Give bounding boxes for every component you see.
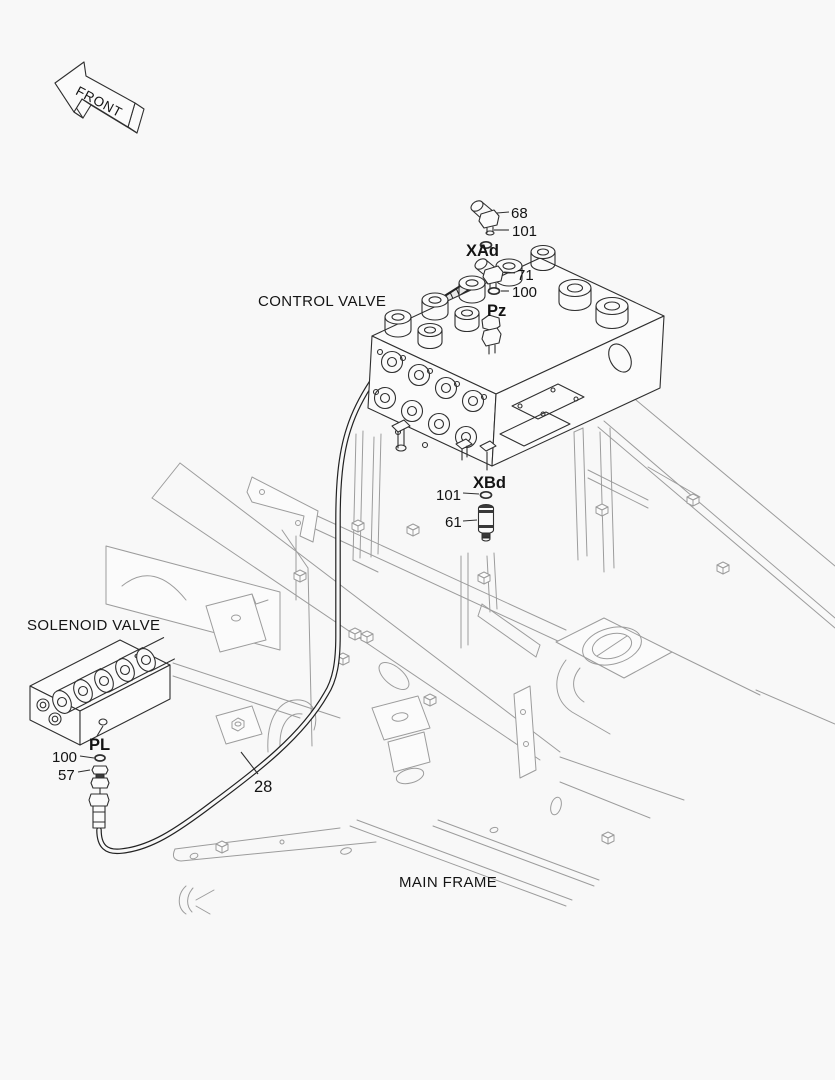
fitting-57 bbox=[90, 765, 110, 795]
o-ring-100-left bbox=[94, 754, 106, 762]
port-label-xbd: XBd bbox=[473, 474, 506, 492]
callout-101-top: 101 bbox=[512, 223, 537, 240]
front-arrow: FRONT bbox=[54, 61, 145, 134]
o-ring-101-mid bbox=[479, 490, 493, 500]
control-valve-drawing bbox=[367, 244, 665, 471]
callout-61: 61 bbox=[445, 514, 462, 531]
callout-100-left: 100 bbox=[52, 749, 77, 766]
callout-100-top: 100 bbox=[512, 284, 537, 301]
callout-28: 28 bbox=[254, 778, 272, 796]
solenoid-cylinders bbox=[52, 637, 175, 714]
leader-lines bbox=[77, 211, 516, 775]
elbow-fitting-71 bbox=[474, 258, 504, 290]
o-ring-101-top bbox=[479, 240, 493, 250]
callout-71: 71 bbox=[517, 267, 534, 284]
frame-pad bbox=[215, 705, 263, 745]
elbow-fitting-68 bbox=[470, 200, 500, 236]
valve-right-face bbox=[499, 343, 632, 447]
main-frame-lines bbox=[105, 399, 835, 915]
fitting-61 bbox=[477, 504, 495, 542]
control-valve-label: CONTROL VALVE bbox=[258, 293, 386, 310]
o-ring-100-top bbox=[487, 286, 501, 296]
valve-bottom-studs bbox=[391, 419, 497, 471]
frame-bracket bbox=[246, 476, 319, 543]
cylinder-boss bbox=[555, 617, 761, 735]
frame-arch bbox=[267, 699, 317, 753]
callout-101-mid: 101 bbox=[436, 487, 461, 504]
pz-fitting-stack bbox=[481, 314, 502, 355]
frame-cube-nuts bbox=[215, 493, 730, 854]
valve-caps bbox=[384, 244, 629, 350]
port-label-xad: XAd bbox=[466, 242, 499, 260]
main-frame-label: MAIN FRAME bbox=[399, 874, 497, 891]
pl-port bbox=[98, 718, 108, 726]
callout-57: 57 bbox=[58, 767, 75, 784]
frame-hook bbox=[178, 885, 187, 915]
port-label-pl: PL bbox=[89, 736, 110, 754]
callout-68: 68 bbox=[511, 205, 528, 222]
solenoid-valve-label: SOLENOID VALVE bbox=[27, 617, 160, 634]
tank-box bbox=[105, 545, 281, 653]
solenoid-valve-drawing bbox=[29, 637, 175, 746]
frame-strap bbox=[513, 685, 537, 779]
hose-connector bbox=[88, 793, 110, 829]
port-label-pz: Pz bbox=[487, 302, 506, 320]
